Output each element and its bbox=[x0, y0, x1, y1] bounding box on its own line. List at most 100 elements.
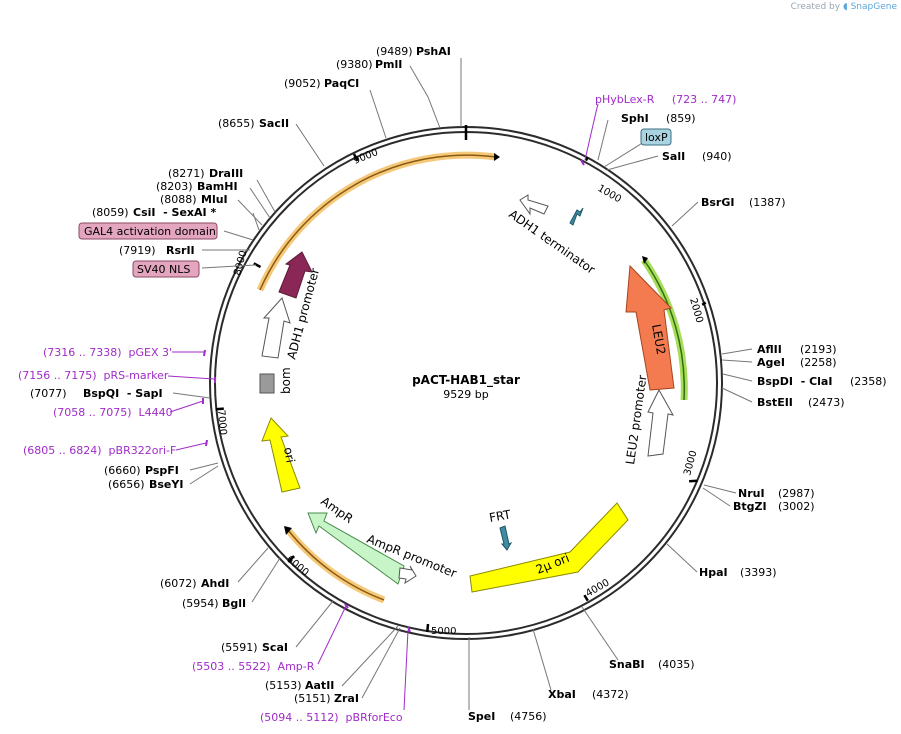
leader-bspqi bbox=[172, 392, 211, 399]
leader-aatii bbox=[341, 625, 399, 687]
site-pos-bgli: (5954) bbox=[182, 597, 219, 610]
site-pos-aflii: (2193) bbox=[800, 343, 837, 356]
primer-mark-pbrforeco bbox=[407, 626, 411, 633]
primer-mark-pgex bbox=[203, 349, 206, 357]
site-pos-bspdi: (2358) bbox=[850, 375, 887, 388]
primer-pgex: (7316 .. 7338) pGEX 3' bbox=[43, 346, 172, 359]
site-name-nrui: NruI bbox=[738, 487, 765, 500]
tick-label-7000: 7000 bbox=[215, 409, 228, 435]
leu2-promoter-arrow bbox=[647, 388, 674, 457]
site-pos-bseyi: (6656) bbox=[108, 478, 145, 491]
site-pos-btgzi: (3002) bbox=[778, 500, 815, 513]
site-name-bspdi: BspDI - ClaI bbox=[757, 375, 832, 388]
site-pos-mlui: (8088) bbox=[160, 193, 197, 206]
site-pos-agei: (2258) bbox=[800, 356, 837, 369]
primer-pbrforeco: (5094 .. 5112) pBRforEco bbox=[260, 711, 403, 724]
site-pos-pmli: (9380) bbox=[336, 58, 373, 71]
two-micron-ori-band bbox=[469, 502, 629, 593]
leader-primer-ampr bbox=[317, 605, 347, 665]
site-pos-bsteii: (2473) bbox=[808, 396, 845, 409]
site-pos-pspfi: (6660) bbox=[104, 464, 141, 477]
site-name-sacii: SacII bbox=[259, 117, 289, 130]
leader-bsteii bbox=[721, 387, 753, 403]
site-pos-sphi: (859) bbox=[666, 112, 696, 125]
leader-gal4 bbox=[223, 230, 254, 241]
site-name-pmli: PmlI bbox=[375, 58, 402, 71]
credit-brand: SnapGene bbox=[850, 2, 897, 12]
tick-label-8000: 8000 bbox=[232, 249, 249, 276]
site-pos-zrai: (5151) bbox=[294, 692, 331, 705]
leu2-arrow bbox=[625, 264, 675, 391]
site-name-mlui: MluI bbox=[201, 193, 228, 206]
feature-gal4: GAL4 activation domain bbox=[84, 225, 216, 238]
leader-bgli bbox=[251, 557, 281, 603]
tick-label-9000: 9000 bbox=[352, 147, 380, 167]
credit-prefix: Created by bbox=[790, 2, 841, 12]
site-name-csii: CsiI - SexAI * bbox=[133, 206, 216, 219]
orf-highlight-bottom-line bbox=[287, 529, 385, 601]
tick-label-2000: 2000 bbox=[687, 297, 705, 324]
adh1-terminator-arrow bbox=[519, 194, 549, 216]
site-pos-bsrgi: (1387) bbox=[749, 196, 786, 209]
site-pos-spei: (4756) bbox=[510, 710, 547, 723]
label-bom: bom bbox=[279, 367, 293, 394]
site-pos-sali: (940) bbox=[702, 150, 732, 163]
primer-l4440: (7058 .. 7075) L4440 bbox=[53, 406, 173, 419]
ori-arrow bbox=[261, 417, 301, 493]
site-name-spei: SpeI bbox=[468, 710, 495, 723]
leader-primer-prs bbox=[167, 375, 215, 380]
label-ori: ori bbox=[281, 446, 297, 464]
feature-loxp: loxP bbox=[645, 131, 668, 144]
leader-bamhi bbox=[249, 187, 271, 219]
site-pos-pshai: (9489) bbox=[376, 45, 413, 58]
site-pos-rsrii: (7919) bbox=[119, 244, 156, 257]
leader-nrui bbox=[703, 484, 737, 494]
leader-snabi bbox=[581, 606, 619, 661]
leader-agei bbox=[721, 359, 753, 363]
primer-ampr: (5503 .. 5522) Amp-R bbox=[192, 660, 315, 673]
site-pos-aatii: (5153) bbox=[265, 679, 302, 692]
site-name-bsteii: BstEII bbox=[757, 396, 793, 409]
site-name-snabi: SnaBI bbox=[609, 658, 645, 671]
tick-1000 bbox=[584, 156, 589, 162]
leu2-orf-highlight-line bbox=[643, 259, 686, 401]
leader-zrai bbox=[361, 627, 401, 699]
site-name-aatii: AatII bbox=[305, 679, 334, 692]
site-pos-xbai: (4372) bbox=[592, 688, 629, 701]
gal4-box bbox=[78, 222, 218, 240]
site-name-rsrii: RsrII bbox=[166, 244, 195, 257]
leader-xbai bbox=[532, 628, 552, 691]
leader-bspdi bbox=[722, 373, 753, 382]
adh1-promoter-arrow bbox=[261, 297, 291, 359]
site-name-sali: SalI bbox=[662, 150, 685, 163]
site-name-bamhi: BamHI bbox=[197, 180, 238, 193]
leader-sali bbox=[606, 155, 659, 171]
site-name-zrai: ZraI bbox=[334, 692, 359, 705]
orf-highlight-bottom-arrow bbox=[284, 526, 292, 535]
leader-paqci bbox=[369, 89, 387, 139]
leader-primer-pbr322 bbox=[175, 442, 207, 451]
tick-7000 bbox=[215, 407, 224, 411]
leader-primer-pbrforeco bbox=[403, 629, 409, 711]
leader-pmli bbox=[409, 65, 441, 129]
label-frt: FRT bbox=[488, 507, 512, 525]
leader-mlui bbox=[237, 199, 263, 226]
primer-mark-ampr bbox=[344, 603, 349, 609]
site-pos-draiii: (8271) bbox=[168, 167, 205, 180]
site-pos-paqci: (9052) bbox=[284, 77, 321, 90]
label-leu2: LEU2 bbox=[649, 323, 668, 356]
site-pos-sacii: (8655) bbox=[218, 117, 255, 130]
tick-label-1000: 1000 bbox=[596, 183, 624, 205]
leader-sv40 bbox=[201, 264, 257, 269]
tick-2000 bbox=[701, 301, 707, 306]
tick-4000 bbox=[583, 594, 589, 602]
label-leu2-promoter: LEU2 promoter bbox=[623, 374, 649, 465]
site-name-xbai: XbaI bbox=[548, 688, 576, 701]
snapgene-logo-icon: ◖ bbox=[842, 2, 848, 12]
site-name-bspqi: BspQI - SapI bbox=[83, 387, 163, 400]
leader-hpai bbox=[666, 543, 698, 573]
leader-loxp bbox=[603, 141, 645, 168]
site-pos-bspqi: (7077) bbox=[30, 387, 67, 400]
feature-sv40: SV40 NLS bbox=[137, 263, 190, 276]
site-name-btgzi: BtgZI bbox=[733, 500, 767, 513]
